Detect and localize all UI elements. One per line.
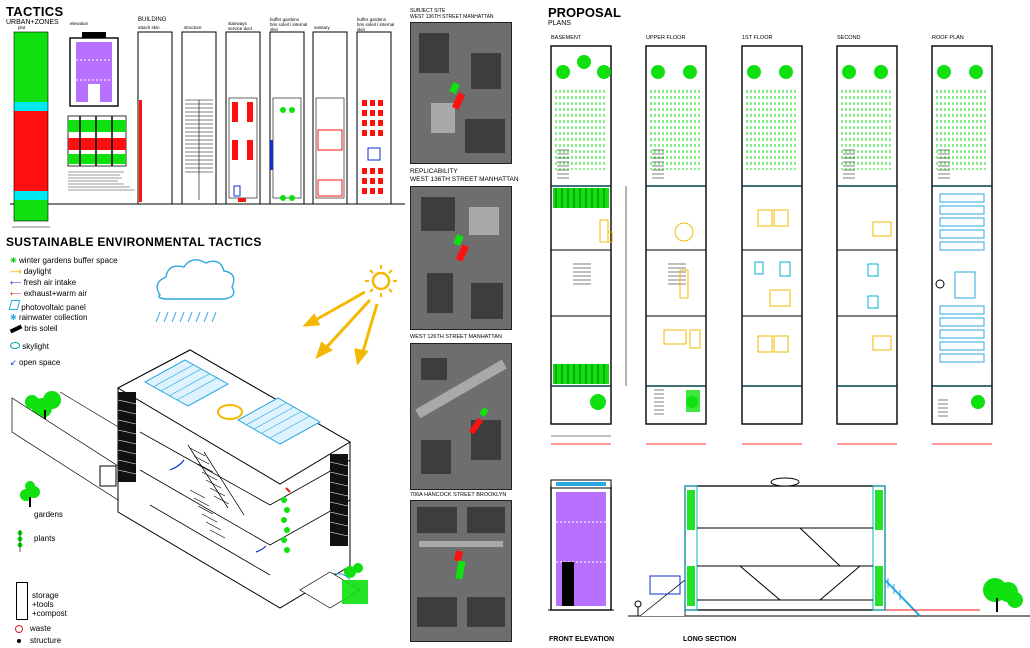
open-space-icon: ↙ — [10, 358, 17, 367]
col-label-elevation: elevation — [70, 21, 89, 26]
front-elevation — [548, 479, 614, 611]
legend-label: rainwater collection — [18, 313, 88, 322]
col-sub-buffer-1: bris soleil / internal skin — [270, 22, 308, 32]
aerial-photo-126th — [410, 343, 512, 490]
exhaust-arrow-icon: ⟵ — [10, 289, 22, 298]
col-label-sanitary: sanitary — [314, 25, 330, 30]
legend-item: bris soleil — [9, 324, 160, 342]
col-sub-building: attach skin — [138, 25, 160, 30]
skylight-icon — [10, 342, 20, 349]
structure-dot-icon — [17, 639, 21, 643]
legend-label: exhaust+warm air — [23, 289, 88, 298]
daylight-rays — [302, 290, 379, 366]
proposal-title: PROPOSAL — [548, 5, 621, 20]
plan-label-basement: BASEMENT — [551, 35, 582, 41]
star-icon: ✳ — [10, 256, 17, 265]
aerial-photo-hancock — [410, 500, 512, 642]
legend-label: bris soleil — [24, 324, 58, 333]
long-section-label: LONG SECTION — [683, 636, 737, 643]
col-label-building: BUILDING — [138, 17, 167, 23]
legend-label: open space — [18, 358, 61, 367]
site-label-126th: WEST 126TH STREET MANHATTAN — [410, 334, 502, 340]
legend-label: daylight — [23, 267, 52, 276]
plan-label-upper: UPPER FLOOR — [646, 35, 686, 41]
site-label-subject: SUBJECT SITE WEST 136TH STREET MANHATTAN — [410, 8, 494, 20]
long-section — [628, 477, 1030, 617]
legend-top: ✳ winter gardens buffer space ⟶ daylight… — [8, 256, 160, 369]
legend-label: winter gardens buffer space — [18, 256, 118, 265]
front-elevation-label: FRONT ELEVATION — [549, 636, 615, 643]
rain-icon: ✱ — [10, 313, 17, 322]
sustainable-title: SUSTAINABLE ENVIRONMENTAL TACTICS — [6, 235, 262, 249]
fresh-air-arrow-icon: ⟵ — [10, 278, 22, 287]
col-label-stairways: stairways — [228, 21, 247, 26]
col-label-buffer-1: buffer gardens — [270, 17, 299, 22]
storage-icon — [16, 582, 28, 620]
legend-item: skylight — [10, 342, 160, 358]
elevation-study — [67, 32, 127, 167]
legend-plants: plants — [34, 534, 56, 543]
legend-item: ⟵ exhaust+warm air — [10, 289, 160, 300]
tactics-title: TACTICS — [6, 4, 64, 19]
legend-label: fresh air intake — [23, 278, 77, 287]
plan-label-second: SECOND — [837, 35, 861, 41]
daylight-arrow-icon: ⟶ — [10, 267, 22, 276]
aerial-photo-replicability — [410, 186, 512, 330]
legend-structure: structure — [30, 636, 62, 645]
col-sub-stairways: service duct — [228, 26, 253, 31]
legend-item: ⟵ fresh air intake — [10, 278, 160, 289]
legend-item: ⟶ daylight — [10, 267, 160, 278]
legend-item: ✳ winter gardens buffer space — [10, 256, 160, 267]
legend-item: ✱ rainwater collection — [10, 313, 160, 324]
legend-item: photovoltaic panel — [8, 300, 160, 313]
col-sub-buffer-2: bris soleil / internal skin — [357, 22, 395, 32]
tactics-subtitle: URBAN+ZONES — [6, 19, 59, 26]
plan-label-roof: ROOF PLAN — [932, 35, 964, 41]
legend-gardens: gardens — [34, 510, 63, 519]
col-label-buffer-2: buffer gardens — [357, 17, 386, 22]
plan-label-first: 1ST FLOOR — [742, 35, 773, 41]
site-label-replicability: REPLICABILITY WEST 136TH STREET MANHATTA… — [410, 168, 519, 183]
isometric-building — [11, 349, 368, 609]
cloud-icon — [155, 259, 235, 323]
legend-label: skylight — [22, 342, 49, 351]
col-label-structure: structure — [184, 25, 202, 30]
legend-label: photovoltaic panel — [21, 303, 86, 312]
col-label-plot: plot — [18, 25, 26, 30]
plot-strip — [12, 31, 50, 228]
legend-storage: storage +tools +compost — [32, 591, 67, 618]
plant-icon — [14, 530, 26, 552]
site-label-hancock: 706A HANCOCK STREET BROOKLYN — [410, 492, 507, 498]
legend-waste: waste — [30, 624, 51, 633]
waste-icon — [15, 625, 23, 633]
sun-icon — [365, 265, 397, 297]
proposal-subtitle: PLANS — [548, 20, 571, 27]
legend-item: ↙ open space — [10, 358, 160, 369]
aerial-photo-subject — [410, 22, 512, 164]
